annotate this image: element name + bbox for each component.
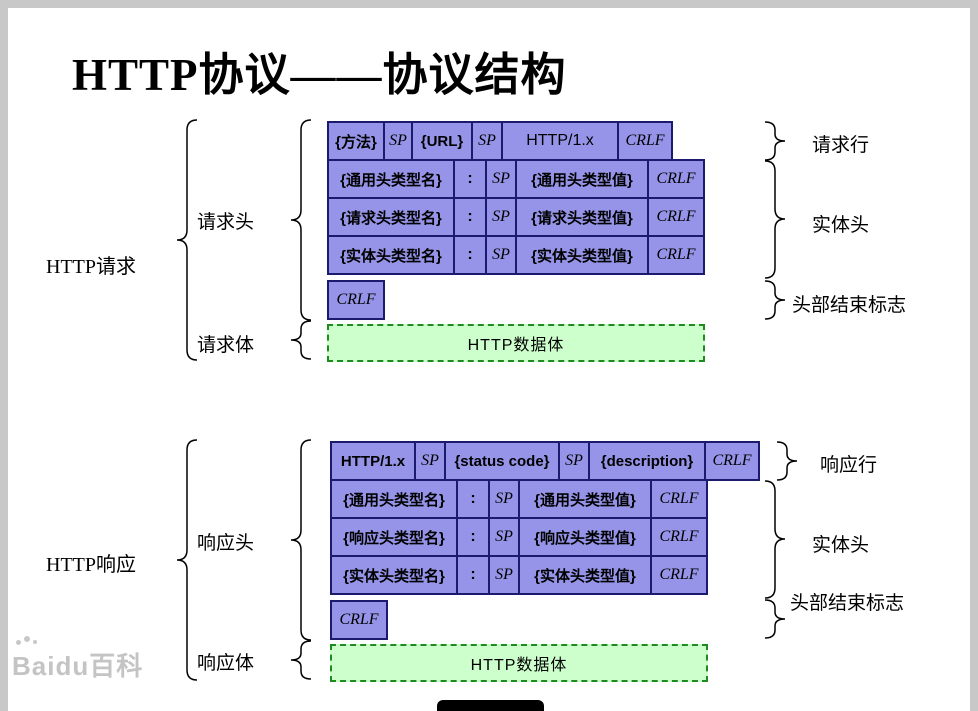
request-body-brace-label: 请求体 (197, 335, 255, 356)
response-diagram: HTTP/1.x SP {status code} SP {descriptio… (330, 441, 760, 682)
cell-sp: SP (488, 517, 520, 557)
request-header-end-brace (764, 280, 786, 320)
response-body-brace (290, 640, 312, 680)
request-group-label: HTTP请求 (46, 256, 136, 278)
cell-sp: SP (485, 197, 517, 237)
cell-header-value: {通用头类型值} (515, 159, 649, 199)
response-line-brace (776, 441, 798, 481)
response-end-crlf-row: CRLF (330, 600, 388, 640)
response-http-data-body: HTTP数据体 (330, 644, 708, 682)
cell-sp: SP (485, 159, 517, 199)
cell-status-code: {status code} (444, 441, 560, 481)
watermark-dot (24, 636, 30, 642)
request-header-end-label: 头部结束标志 (792, 295, 907, 316)
request-end-crlf-row: CRLF (327, 280, 385, 320)
cell-crlf: CRLF (650, 479, 708, 519)
frame-left-edge (0, 0, 8, 711)
response-line-label: 响应行 (820, 455, 878, 476)
cell-crlf: CRLF (617, 121, 673, 161)
response-header-end-brace (764, 599, 786, 639)
request-line-label: 请求行 (812, 135, 870, 156)
request-body-brace (290, 320, 312, 360)
response-response-header-row: {响应头类型名} : SP {响应头类型值} CRLF (330, 517, 708, 557)
response-header-brace-label: 响应头 (197, 533, 255, 554)
cell-http-version: HTTP/1.x (330, 441, 416, 481)
cell-header-name: {响应头类型名} (330, 517, 458, 557)
watermark-dot (16, 640, 21, 645)
cell-crlf: CRLF (647, 197, 705, 237)
request-header-brace-label: 请求头 (197, 212, 255, 233)
response-general-header-row: {通用头类型名} : SP {通用头类型值} CRLF (330, 479, 708, 519)
cell-sp: SP (471, 121, 503, 161)
request-diagram: {方法} SP {URL} SP HTTP/1.x CRLF {通用头类型名} … (327, 121, 705, 362)
cell-header-name: {请求头类型名} (327, 197, 455, 237)
request-request-header-row: {请求头类型名} : SP {请求头类型值} CRLF (327, 197, 705, 237)
cell-sp: SP (488, 479, 520, 519)
cell-crlf: CRLF (704, 441, 760, 481)
response-body-brace-label: 响应体 (197, 653, 255, 674)
cell-crlf: CRLF (327, 280, 385, 320)
cell-description: {description} (588, 441, 706, 481)
cell-header-value: {响应头类型值} (518, 517, 652, 557)
request-entity-header-row: {实体头类型名} : SP {实体头类型值} CRLF (327, 235, 705, 275)
cell-colon: : (453, 197, 487, 237)
request-general-header-row: {通用头类型名} : SP {通用头类型值} CRLF (327, 159, 705, 199)
cell-method: {方法} (327, 121, 385, 161)
cell-http-version: HTTP/1.x (501, 121, 619, 161)
response-group-label: HTTP响应 (46, 554, 136, 576)
response-entity-label: 实体头 (812, 535, 870, 556)
frame-right-edge (970, 0, 978, 711)
response-entity-header-row: {实体头类型名} : SP {实体头类型值} CRLF (330, 555, 708, 595)
cell-header-name: {实体头类型名} (327, 235, 455, 275)
cell-colon: : (453, 235, 487, 275)
cell-sp: SP (383, 121, 413, 161)
request-entity-label: 实体头 (812, 215, 870, 236)
cell-header-value: {请求头类型值} (515, 197, 649, 237)
cell-sp: SP (414, 441, 446, 481)
cell-sp: SP (488, 555, 520, 595)
cell-colon: : (456, 479, 490, 519)
cell-sp: SP (558, 441, 590, 481)
cell-header-name: {通用头类型名} (327, 159, 455, 199)
cell-header-value: {通用头类型值} (518, 479, 652, 519)
cell-crlf: CRLF (647, 159, 705, 199)
response-group-brace (176, 439, 198, 681)
response-header-brace (290, 439, 312, 641)
cell-crlf: CRLF (647, 235, 705, 275)
cell-header-name: {实体头类型名} (330, 555, 458, 595)
watermark: Baidu百科 (12, 651, 144, 681)
cell-header-value: {实体头类型值} (515, 235, 649, 275)
cell-colon: : (456, 555, 490, 595)
cell-header-value: {实体头类型值} (518, 555, 652, 595)
cell-colon: : (453, 159, 487, 199)
cell-crlf: CRLF (330, 600, 388, 640)
request-group-brace (176, 119, 198, 361)
frame-top-edge (0, 0, 978, 8)
page-title: HTTP协议——协议结构 (72, 50, 567, 100)
cell-colon: : (456, 517, 490, 557)
response-status-line-row: HTTP/1.x SP {status code} SP {descriptio… (330, 441, 760, 481)
request-http-data-body: HTTP数据体 (327, 324, 705, 362)
watermark-dot (33, 640, 37, 644)
response-entity-brace (764, 480, 786, 600)
request-entity-brace (764, 160, 786, 280)
request-line-row: {方法} SP {URL} SP HTTP/1.x CRLF (327, 121, 673, 161)
response-header-end-label: 头部结束标志 (790, 593, 905, 614)
bottom-bar (437, 700, 544, 711)
cell-url: {URL} (411, 121, 473, 161)
request-header-brace (290, 119, 312, 321)
cell-sp: SP (485, 235, 517, 275)
cell-header-name: {通用头类型名} (330, 479, 458, 519)
cell-crlf: CRLF (650, 555, 708, 595)
cell-crlf: CRLF (650, 517, 708, 557)
request-line-brace (764, 121, 786, 161)
